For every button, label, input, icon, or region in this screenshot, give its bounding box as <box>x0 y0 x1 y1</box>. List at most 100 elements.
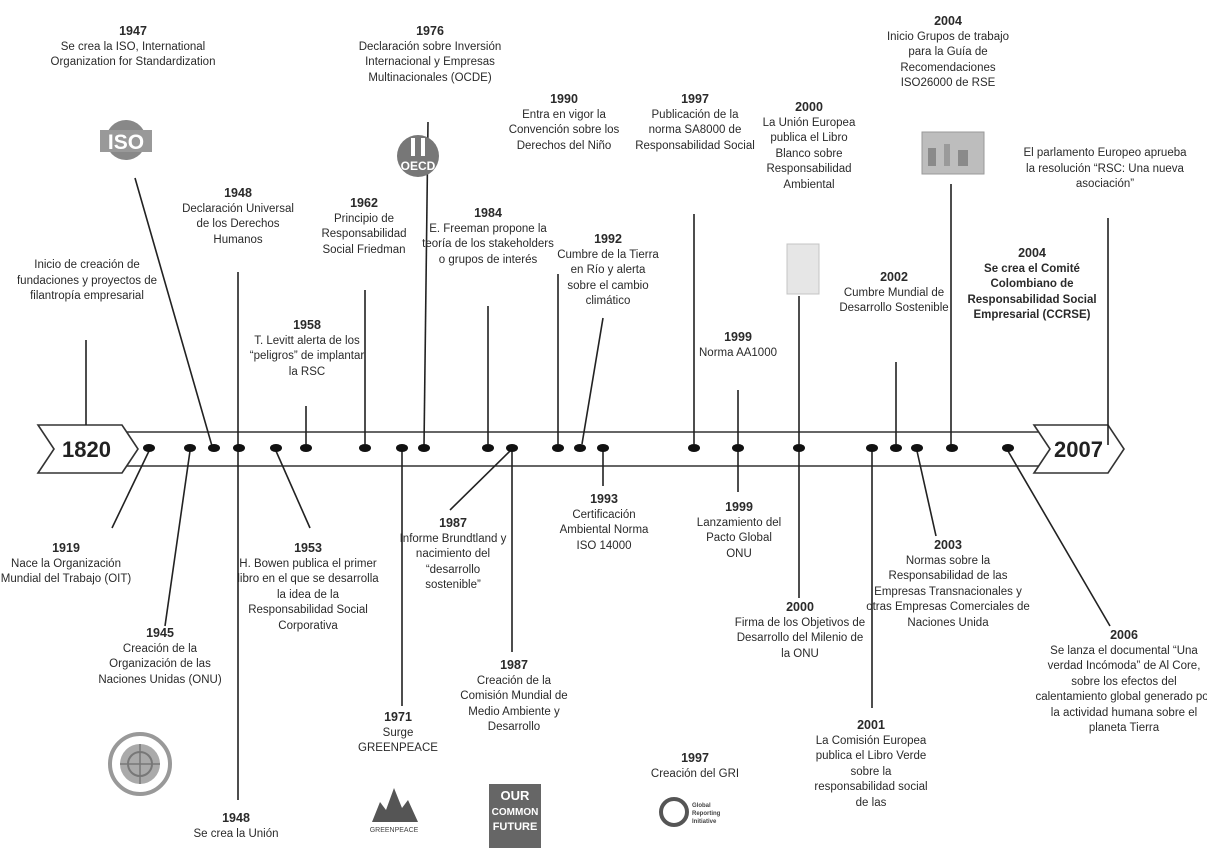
svg-text:OUR: OUR <box>501 788 531 803</box>
connector-line <box>1007 450 1111 627</box>
un-emblem <box>108 732 172 796</box>
event-text: E. Freeman propone la teoría de los stak… <box>422 222 554 266</box>
event-text: El parlamento Europeo aprueba la resoluc… <box>1023 147 1187 190</box>
event-text: Se lanza el documental “Una verdad Incóm… <box>1035 644 1207 735</box>
event-text: Inicio Grupos de trabajo para la Guía de… <box>886 30 1010 90</box>
event-text: Norma AA1000 <box>699 346 777 359</box>
event-year: 1997 <box>681 92 709 106</box>
svg-text:OECD: OECD <box>401 159 436 173</box>
event-e2000a: 2000 La Unión Europea publica el Libro Bl… <box>752 100 866 193</box>
svg-text:COMMON: COMMON <box>492 807 539 818</box>
event-text: Informe Brundtland y nacimiento del “des… <box>399 532 507 592</box>
connector-line <box>134 177 213 447</box>
event-year: 1948 <box>224 186 252 200</box>
event-year: 1919 <box>52 541 80 555</box>
timeline-dot <box>732 444 744 452</box>
event-text: Principio de Responsabilidad Social Frie… <box>321 212 407 256</box>
event-text: Entra en vigor la Convención sobre los D… <box>508 108 620 152</box>
event-year: 2000 <box>786 600 814 614</box>
timeline-dot <box>208 444 220 452</box>
event-year: 1953 <box>294 541 322 555</box>
event-text: Inicio de creación de fundaciones y proy… <box>16 259 157 302</box>
event-year: 1947 <box>119 24 147 38</box>
svg-text:ISO: ISO <box>108 131 144 154</box>
event-year: 1987 <box>439 516 467 530</box>
event-e1953: 1953 H. Bowen publica el primer libro en … <box>236 541 380 634</box>
event-text: Se crea el Comité Colombiano de Responsa… <box>967 262 1097 322</box>
timeline-dot <box>890 444 902 452</box>
event-year: 1999 <box>724 330 752 344</box>
connector-line <box>275 450 311 529</box>
svg-text:FUTURE: FUTURE <box>493 821 538 833</box>
timeline-dot <box>418 444 430 452</box>
event-e1820: Inicio de creación de fundaciones y proy… <box>12 258 162 305</box>
timeline-dot <box>597 444 609 452</box>
timeline-dot <box>866 444 878 452</box>
timeline-dot <box>574 444 586 452</box>
oecd-logo: OECD <box>397 135 439 177</box>
event-year: 2001 <box>857 718 885 732</box>
event-text: Creación de la Comisión Mundial de Medio… <box>460 674 568 734</box>
event-text: La Unión Europea publica el Libro Blanco… <box>762 116 856 191</box>
connector-line <box>581 317 604 445</box>
svg-text:Initiative: Initiative <box>692 819 717 825</box>
timeline-dot <box>184 444 196 452</box>
timeline-dot <box>1002 444 1014 452</box>
event-text: Se crea la ISO, International Organizati… <box>50 40 216 69</box>
timeline-dot <box>946 444 958 452</box>
timeline-dot <box>233 444 245 452</box>
event-text: T. Levitt alerta de los “peligros” de im… <box>249 334 365 378</box>
event-year: 2002 <box>880 270 908 284</box>
event-text: H. Bowen publica el primer libro en el q… <box>237 557 379 632</box>
event-text: Lanzamiento del Pacto Global ONU <box>696 516 782 560</box>
event-text: Certificación Ambiental Norma ISO 14000 <box>559 508 649 552</box>
event-year: 1993 <box>590 492 618 506</box>
event-e1947: 1947 Se crea la ISO, International Organi… <box>48 24 218 71</box>
timeline-dot <box>270 444 282 452</box>
connector-line <box>111 450 150 529</box>
event-year: 1971 <box>384 710 412 724</box>
event-text: Declaración sobre Inversión Internaciona… <box>358 40 502 84</box>
connector-line <box>916 450 937 537</box>
event-year: 1945 <box>146 626 174 640</box>
timeline-dot <box>793 444 805 452</box>
event-year: 1962 <box>350 196 378 210</box>
start-year-label: 1820 <box>62 437 111 462</box>
svg-text:GREENPEACE: GREENPEACE <box>370 827 419 834</box>
event-text: Surge GREENPEACE <box>358 726 438 755</box>
timeline-dot <box>300 444 312 452</box>
event-year: 1976 <box>416 24 444 38</box>
event-text: Se crea la Unión <box>193 827 279 840</box>
event-e2007: El parlamento Europeo aprueba la resoluc… <box>1020 146 1190 193</box>
timeline-dots <box>143 444 1014 452</box>
event-text: Declaración Universal de los Derechos Hu… <box>182 202 294 246</box>
event-year: 2000 <box>795 100 823 114</box>
iso-logo: ISO <box>100 120 152 160</box>
timeline-dot <box>482 444 494 452</box>
event-e1958: 1958 T. Levitt alerta de los “peligros” d… <box>248 318 366 380</box>
event-year: 1958 <box>293 318 321 332</box>
event-text: Normas sobre la Responsabilidad de las E… <box>866 554 1030 629</box>
svg-text:Global: Global <box>692 803 711 809</box>
timeline-dot <box>359 444 371 452</box>
white-book-image <box>786 243 820 295</box>
timeline-dot <box>396 444 408 452</box>
our-common-future-logo: OUR COMMON FUTURE <box>489 784 541 848</box>
